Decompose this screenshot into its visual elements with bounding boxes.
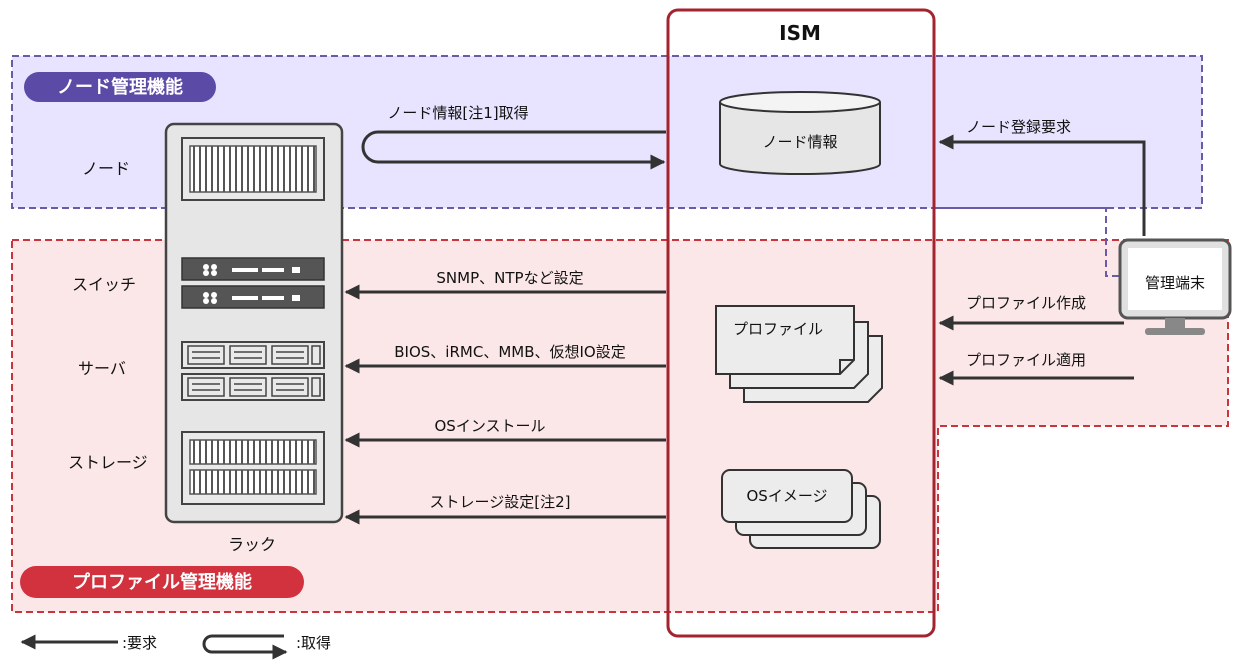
legend: :要求 :取得 (20, 634, 331, 660)
node-info-label: ノード情報 (762, 133, 837, 151)
terminal-label: 管理端末 (1145, 274, 1205, 292)
profile-mgmt-title-pill (20, 566, 304, 598)
server-label: サーバ (78, 359, 126, 378)
legend-get-label: :取得 (296, 634, 331, 652)
ism-box (666, 8, 936, 638)
os-image-label: OSイメージ (746, 487, 827, 505)
storage-setting-label: ストレージ設定[注2] (430, 493, 571, 511)
node-register-label: ノード登録要求 (966, 118, 1071, 136)
node-info-get-label: ノード情報[注1]取得 (387, 104, 528, 122)
profile-mgmt-title: プロファイル管理機能 (72, 571, 252, 593)
profile-create-label: プロファイル作成 (966, 294, 1086, 312)
node-register-arrow (938, 134, 1146, 236)
profile-document-stack: プロファイル (715, 305, 883, 403)
legend-request-label: :要求 (122, 634, 157, 652)
legend-get-arrow (202, 634, 288, 660)
node-label: ノード (82, 159, 130, 178)
snmp-ntp-label: SNMP、NTPなど設定 (436, 269, 583, 287)
management-terminal: 管理端末 (1118, 238, 1232, 335)
ism-label: ISM (779, 21, 821, 45)
terminal-zone-connector (938, 207, 1128, 277)
profile-label: プロファイル (733, 320, 823, 338)
os-install-label: OSインストール (434, 417, 545, 435)
os-image-stack: OSイメージ (721, 469, 881, 549)
node-mgmt-title-pill (24, 72, 216, 102)
node-mgmt-title: ノード管理機能 (57, 76, 183, 98)
storage-label: ストレージ (68, 453, 148, 472)
switch-label: スイッチ (72, 275, 136, 294)
rack-label: ラック (228, 535, 276, 554)
profile-apply-label: プロファイル適用 (966, 351, 1086, 369)
node-info-database: ノード情報 (719, 91, 881, 175)
node-info-get-arrow (361, 130, 666, 170)
rack (164, 122, 344, 524)
bios-irmc-label: BIOS、iRMC、MMB、仮想IO設定 (394, 343, 625, 361)
